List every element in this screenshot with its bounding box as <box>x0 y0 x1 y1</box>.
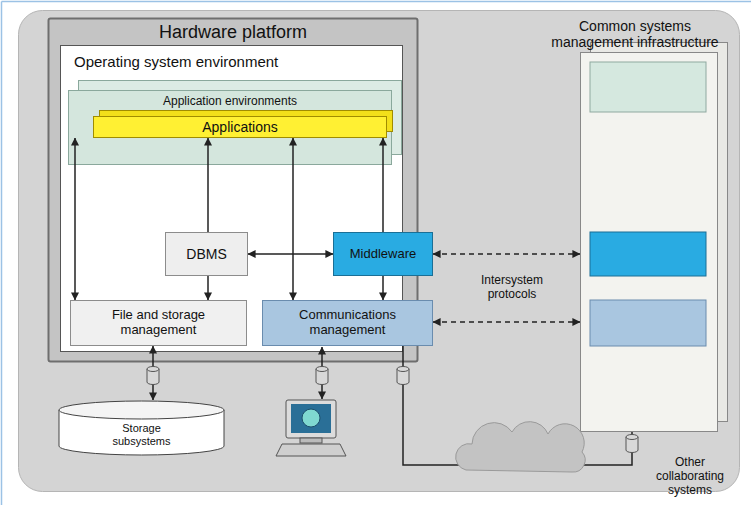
region-title: Other collaborating systems <box>640 456 740 497</box>
storage-cylinder: Storage subsystems <box>58 400 225 456</box>
application-environments-fill <box>69 91 392 165</box>
dbms-box: DBMS <box>165 232 248 276</box>
os-environment: Operating system environmentApplication … <box>60 45 403 352</box>
connector <box>382 138 384 232</box>
infrastructure-region-fill <box>19 11 740 492</box>
box-label: File and storage management <box>94 308 224 338</box>
protocol-label: Intersystem protocols <box>458 274 566 302</box>
frame-line <box>1 2 3 505</box>
connector <box>207 276 209 300</box>
region-title: Operating system environment <box>74 53 374 70</box>
region-title: Application environments <box>68 95 392 109</box>
box-label: DBMS <box>186 246 226 262</box>
application-environments: Application environmentsApplications <box>68 90 392 165</box>
region-title: Hardware platform <box>48 22 418 43</box>
collaborating-systems-panel: Other collaborating systems <box>580 52 718 432</box>
remote-app-box <box>590 62 706 112</box>
storage-management-box: File and storage management <box>70 300 247 346</box>
hardware-platform-fill <box>49 19 418 362</box>
hardware-platform: Hardware platformOperating system enviro… <box>48 18 418 362</box>
communications-box: Communications management <box>262 300 433 346</box>
infrastructure-region: Common systems management infrastructure… <box>18 10 740 492</box>
collaborating-systems-panel-fill <box>581 53 718 432</box>
connector <box>207 138 209 232</box>
network-cloud <box>456 422 585 472</box>
box-label: Middleware <box>350 247 416 262</box>
remote-comms-box <box>590 300 706 346</box>
box-label: Applications <box>202 119 278 135</box>
frame-line <box>2 1 751 3</box>
middleware-box: Middleware <box>333 232 433 276</box>
connector <box>382 276 384 300</box>
box-label: Storage subsystems <box>102 422 182 447</box>
remote-middleware-box <box>590 232 706 276</box>
terminal-icon <box>276 400 346 456</box>
connector <box>292 138 294 300</box>
connector <box>74 138 76 300</box>
applications-box: Applications <box>93 116 387 138</box>
remote-system-layers <box>590 62 706 346</box>
box-label: Communications management <box>283 308 413 338</box>
connector <box>248 253 333 255</box>
region-title: Common systems management infrastructure <box>545 18 725 50</box>
protocol-arrow <box>433 253 580 255</box>
protocol-arrow <box>433 321 580 323</box>
